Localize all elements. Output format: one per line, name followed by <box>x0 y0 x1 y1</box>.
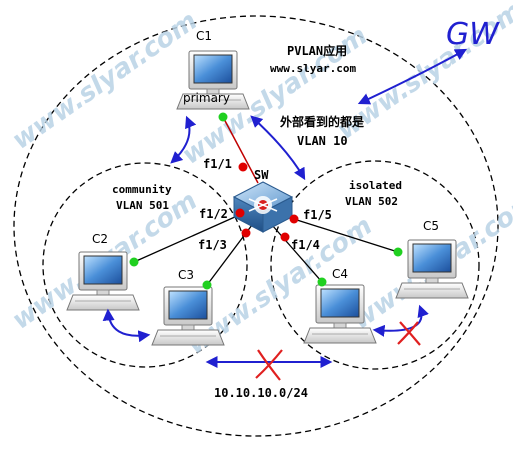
switch-sw[interactable] <box>232 181 294 233</box>
host-label-c1: C1 <box>196 29 212 43</box>
outside-note-line1: 外部看到的都是 <box>280 114 365 129</box>
diagram-title: PVLAN应用 <box>287 43 347 58</box>
port-dot-f1-5 <box>289 214 299 224</box>
site-url: www.slyar.com <box>270 62 356 75</box>
block-marks <box>255 321 421 381</box>
port-dot-f1-3 <box>241 228 251 238</box>
block-x-icon <box>255 349 283 381</box>
host-label-c3: C3 <box>178 268 194 282</box>
port-dot-f1-1 <box>238 162 248 172</box>
gateway-label: GW <box>446 17 500 52</box>
traffic-arrows <box>102 48 468 368</box>
port-dot-c5-host <box>393 247 403 257</box>
watermark-text: www.slyar.com <box>7 6 203 156</box>
link-c4 <box>271 224 323 283</box>
port-label-f1-4: f1/4 <box>291 238 320 252</box>
multilayer-switch-icon <box>232 181 294 233</box>
port-dot-c2-host <box>129 257 139 267</box>
port-dot-f1-4 <box>280 232 290 242</box>
port-markers <box>129 112 403 290</box>
community-vlan-label: VLAN 501 <box>116 199 169 212</box>
port-dot-c3-host <box>202 280 212 290</box>
arrow-gw <box>357 48 468 105</box>
host-label-c2: C2 <box>92 232 108 246</box>
port-label-f1-3: f1/3 <box>198 238 227 252</box>
arrow-c2-c3 <box>102 308 151 343</box>
subnet-label: 10.10.10.0/24 <box>214 386 308 400</box>
port-label-f1-5: f1/5 <box>303 208 332 222</box>
port-dot-c4-host <box>317 277 327 287</box>
port-label-f1-1: f1/1 <box>203 157 232 171</box>
port-dot-c1-host <box>218 112 228 122</box>
community-vlan-boundary <box>42 162 248 368</box>
host-label-c4: C4 <box>332 267 348 281</box>
link-c2 <box>133 211 247 263</box>
arrow-c1-community <box>170 115 197 164</box>
port-label-f1-2: f1/2 <box>199 207 228 221</box>
arrow-c1-isolated <box>250 115 306 181</box>
host-role-c1: primary <box>183 91 230 105</box>
block-x-icon <box>397 321 421 346</box>
isolated-vlan-boundary <box>270 160 480 370</box>
host-label-c5: C5 <box>423 219 439 233</box>
port-dot-f1-2 <box>235 208 245 218</box>
switch-label: SW <box>254 168 269 182</box>
isolated-label: isolated <box>349 179 402 192</box>
community-label: community <box>112 183 172 196</box>
outside-note-line2: VLAN 10 <box>297 134 348 148</box>
isolated-vlan-label: VLAN 502 <box>345 195 398 208</box>
outer-network-boundary <box>13 15 499 437</box>
